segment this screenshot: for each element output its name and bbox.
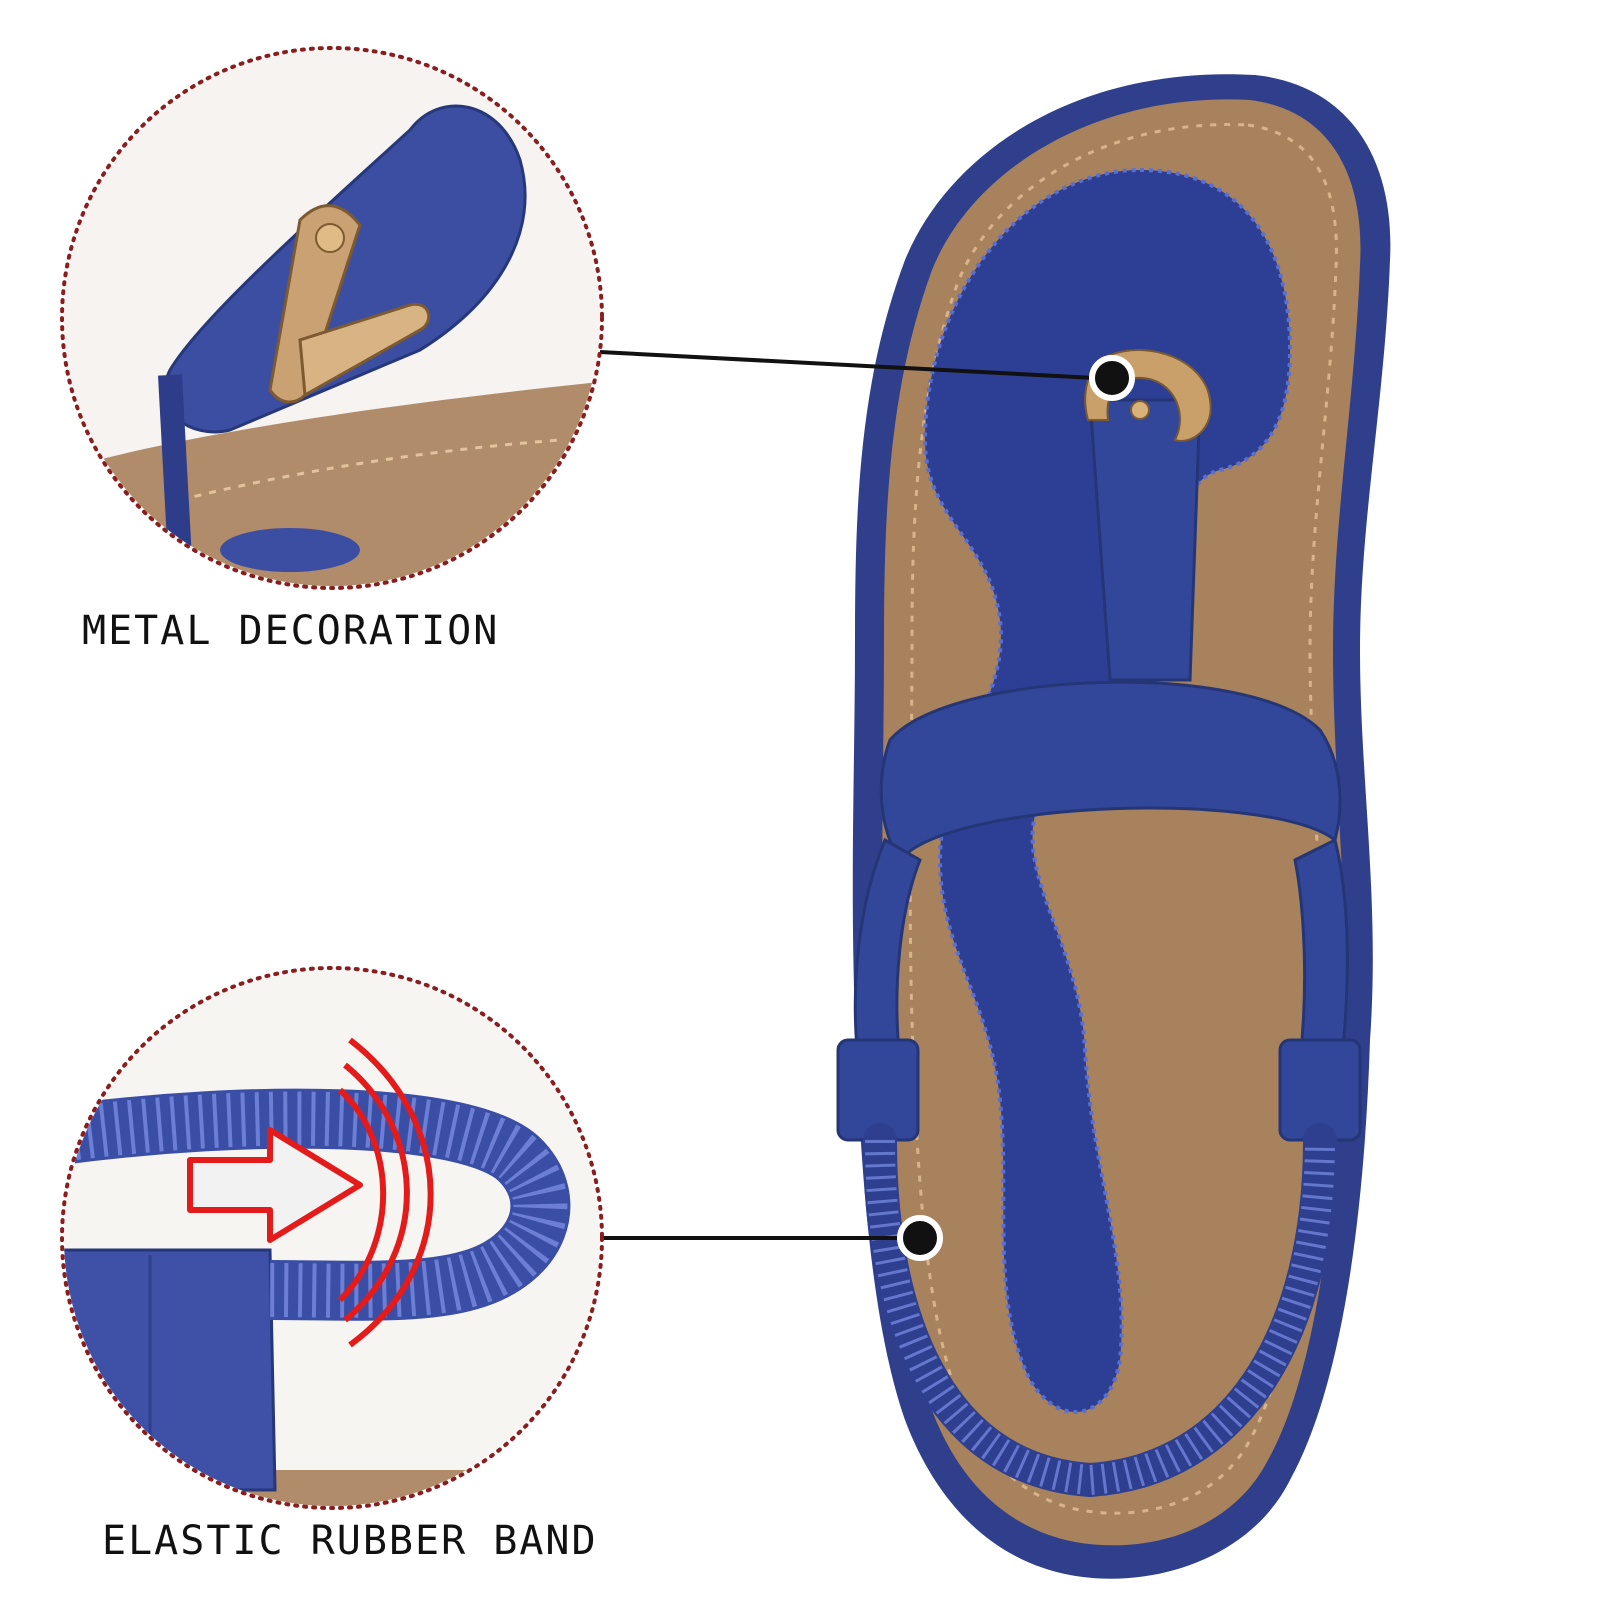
sandal bbox=[836, 74, 1391, 1579]
callout-leader-lines bbox=[599, 350, 1135, 1261]
insole-stitching bbox=[908, 123, 1338, 1515]
top-leader-dot bbox=[1089, 355, 1135, 401]
insole-blue-panel bbox=[922, 167, 1293, 1415]
metal-decoration-label: METAL DECORATION bbox=[82, 608, 500, 654]
elastic-band-zoom bbox=[60, 966, 604, 1510]
elastic-rubber-band-label: ELASTIC RUBBER BAND bbox=[102, 1518, 598, 1564]
right-side-strap bbox=[1293, 837, 1349, 1062]
elastic-heel-band-ribs bbox=[865, 1139, 1335, 1496]
top-zoom-dotted-border bbox=[60, 46, 604, 590]
bottom-zoom-dotted-border bbox=[60, 966, 604, 1510]
top-leader-line bbox=[599, 350, 1096, 380]
bottom-leader-dot bbox=[897, 1215, 943, 1261]
metal-decoration-zoom bbox=[60, 46, 604, 590]
t-strap bbox=[1088, 398, 1202, 682]
stretch-arrow bbox=[187, 1127, 363, 1243]
metal-stud bbox=[1130, 400, 1150, 420]
